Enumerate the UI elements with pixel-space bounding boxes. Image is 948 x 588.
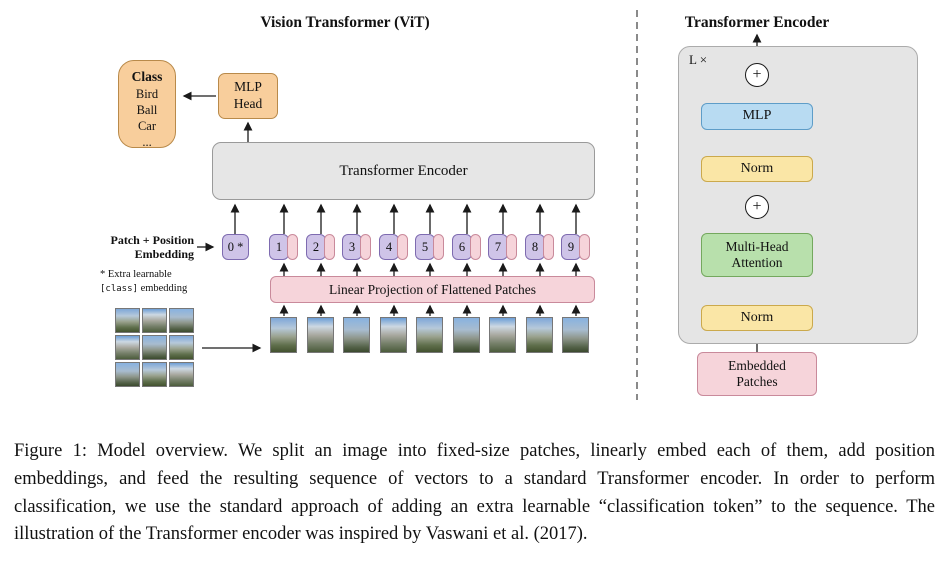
flattened-patch [526, 317, 553, 353]
flattened-patch [307, 317, 334, 353]
token-2: 2 [306, 234, 335, 260]
mlp-head-box: MLP Head [218, 73, 278, 119]
multi-head-attention-block: Multi-Head Attention [701, 233, 813, 277]
image-patch [115, 308, 140, 333]
left-panel-arrows [182, 91, 581, 353]
class-token-code: [class] [100, 283, 138, 294]
class-item: ... [142, 135, 152, 150]
loop-count-label: L × [689, 52, 708, 67]
class-item: Car [137, 119, 157, 134]
flattened-patch [380, 317, 407, 353]
image-patch [142, 362, 167, 387]
norm-block-bottom: Norm [701, 305, 813, 331]
right-panel-title: Transformer Encoder [684, 14, 830, 31]
image-patch [115, 362, 140, 387]
extra-learnable-note: * Extra learnable [class] embedding [100, 269, 188, 294]
flattened-patch [270, 317, 297, 353]
patch-embedding-chip [287, 234, 298, 260]
patch-embedding-chip [433, 234, 444, 260]
flattened-patch [453, 317, 480, 353]
patch-embedding-chip [360, 234, 371, 260]
token-7: 7 [488, 234, 517, 260]
token-4: 4 [379, 234, 408, 260]
image-patch [115, 335, 140, 360]
token-5: 5 [415, 234, 444, 260]
token-class: 0 * [222, 234, 249, 260]
image-patch [169, 308, 194, 333]
token-6: 6 [452, 234, 481, 260]
patch-embedding-chip [324, 234, 335, 260]
residual-add-bottom: + [745, 195, 769, 219]
class-box-title: Class [131, 69, 163, 84]
residual-add-top: + [745, 63, 769, 87]
encoder-block-background [678, 46, 918, 344]
token-8: 8 [525, 234, 554, 260]
norm-block-top: Norm [701, 156, 813, 182]
patch-embedding-chip [543, 234, 554, 260]
flattened-patch [416, 317, 443, 353]
mlp-block: MLP [701, 103, 813, 130]
patch-embedding-chip [397, 234, 408, 260]
embedded-patches-block: Embedded Patches [697, 352, 817, 396]
class-item: Ball [136, 102, 158, 117]
image-patch [142, 308, 167, 333]
patch-embedding-chip [579, 234, 590, 260]
patch-embedding-chip [506, 234, 517, 260]
flattened-patch [562, 317, 589, 353]
left-panel-title: Vision Transformer (ViT) [260, 14, 430, 31]
token-1: 1 [269, 234, 298, 260]
transformer-encoder-box: Transformer Encoder [212, 142, 595, 200]
flattened-patch [489, 317, 516, 353]
patch-position-label: Patch + Position Embedding [110, 233, 194, 262]
linear-projection-box: Linear Projection of Flattened Patches [270, 276, 595, 303]
image-patch [169, 335, 194, 360]
token-9: 9 [561, 234, 590, 260]
figure-caption: Figure 1: Model overview. We split an im… [14, 441, 935, 545]
input-image-grid [115, 308, 196, 387]
token-3: 3 [342, 234, 371, 260]
image-patch [142, 335, 167, 360]
class-output-box: Class Bird Ball Car ... [118, 60, 176, 150]
image-patch [169, 362, 194, 387]
class-item: Bird [135, 86, 159, 101]
flattened-patch [343, 317, 370, 353]
patch-embedding-chip [470, 234, 481, 260]
